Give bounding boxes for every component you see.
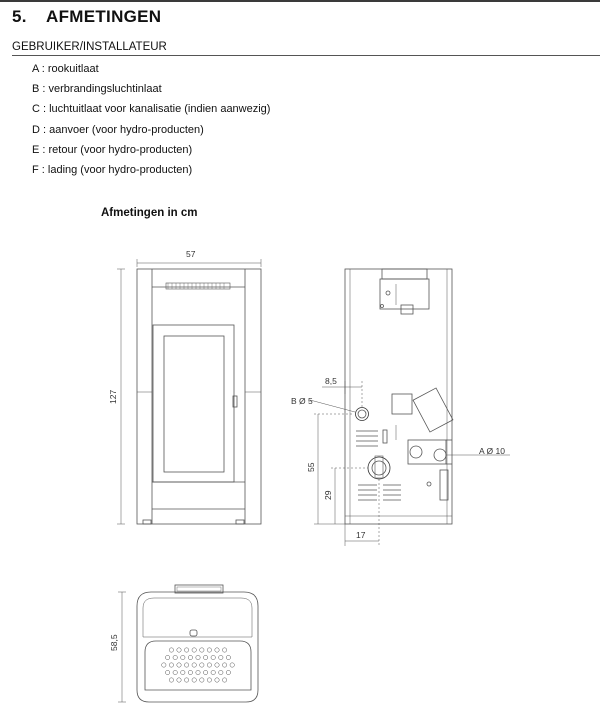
legend-item-d: D : aanvoer (voor hydro-producten) <box>32 123 204 136</box>
vent-hole <box>203 655 209 660</box>
vent-hole <box>191 677 197 683</box>
vent-hole <box>199 677 205 683</box>
vent-hole <box>180 655 186 660</box>
dim-55-label: 55 <box>306 462 316 472</box>
subheading: GEBRUIKER/INSTALLATEUR <box>12 41 167 53</box>
legend-item-e: E : retour (voor hydro-producten) <box>32 143 193 156</box>
dim-b-label: B Ø 5 <box>291 396 313 406</box>
vent-hole <box>203 670 209 675</box>
vent-hole <box>187 655 193 660</box>
vent-hole <box>214 647 220 653</box>
legend-item-b: B : verbrandingsluchtinlaat <box>32 83 162 96</box>
legend-list: A : rookuitlaat B : verbrandingsluchtinl… <box>32 59 270 180</box>
vent-hole <box>218 670 224 675</box>
vent-hole <box>191 662 197 668</box>
vent-hole <box>206 662 212 668</box>
front-view <box>117 259 262 525</box>
vent-hole <box>184 647 190 653</box>
vent-hole <box>214 677 220 683</box>
dim-depth-label: 58,5 <box>109 634 119 651</box>
vent-hole <box>222 647 228 653</box>
top-rule <box>0 0 600 2</box>
rear-view <box>309 268 510 546</box>
vent-hole <box>184 677 190 683</box>
vent-hole <box>165 670 171 675</box>
legend-item-a: A : rookuitlaat <box>32 63 99 75</box>
legend-item-c: C : luchtuitlaat voor kanalisatie (indie… <box>32 103 271 116</box>
vent-hole <box>161 662 167 668</box>
vent-hole <box>222 662 228 668</box>
dim-a-label: A Ø 10 <box>479 446 505 456</box>
vent-hole <box>184 662 190 668</box>
vent-hole <box>165 655 171 660</box>
dim-height-label: 127 <box>108 390 118 404</box>
vent-hole <box>168 677 174 683</box>
dim-b-offset-label: 8,5 <box>325 376 337 386</box>
section-title: AFMETINGEN <box>46 7 162 26</box>
vent-hole <box>199 662 205 668</box>
legend-item-f: F : lading (voor hydro-producten) <box>32 163 193 176</box>
vent-hole <box>225 655 231 660</box>
vent-hole <box>210 655 216 660</box>
vent-hole <box>172 655 178 660</box>
top-view <box>118 584 259 703</box>
vent-hole <box>195 670 201 675</box>
vent-hole <box>222 677 228 683</box>
subheading-rule <box>12 55 600 56</box>
vent-hole <box>191 647 197 653</box>
vent-hole <box>180 670 186 675</box>
dim-width-label: 57 <box>186 249 196 259</box>
vent-hole <box>218 655 224 660</box>
vent-hole <box>187 670 193 675</box>
vent-hole <box>214 662 220 668</box>
vent-hole <box>176 662 182 668</box>
vent-hole <box>195 655 201 660</box>
vent-hole <box>229 662 235 668</box>
vent-hole <box>210 670 216 675</box>
vent-hole <box>206 647 212 653</box>
vent-hole <box>199 647 205 653</box>
drawing-caption: Afmetingen in cm <box>101 207 198 219</box>
section-number: 5. <box>12 7 27 26</box>
vent-hole <box>206 677 212 683</box>
vent-hole <box>168 647 174 653</box>
vent-hole <box>172 670 178 675</box>
vent-hole <box>176 647 182 653</box>
dim-17-label: 17 <box>356 530 366 540</box>
section-heading: 5. AFMETINGEN <box>12 7 161 27</box>
vent-hole <box>176 677 182 683</box>
top-view-vent-holes <box>161 647 235 683</box>
dim-29-label: 29 <box>323 490 333 500</box>
vent-hole <box>168 662 174 668</box>
vent-hole <box>225 670 231 675</box>
